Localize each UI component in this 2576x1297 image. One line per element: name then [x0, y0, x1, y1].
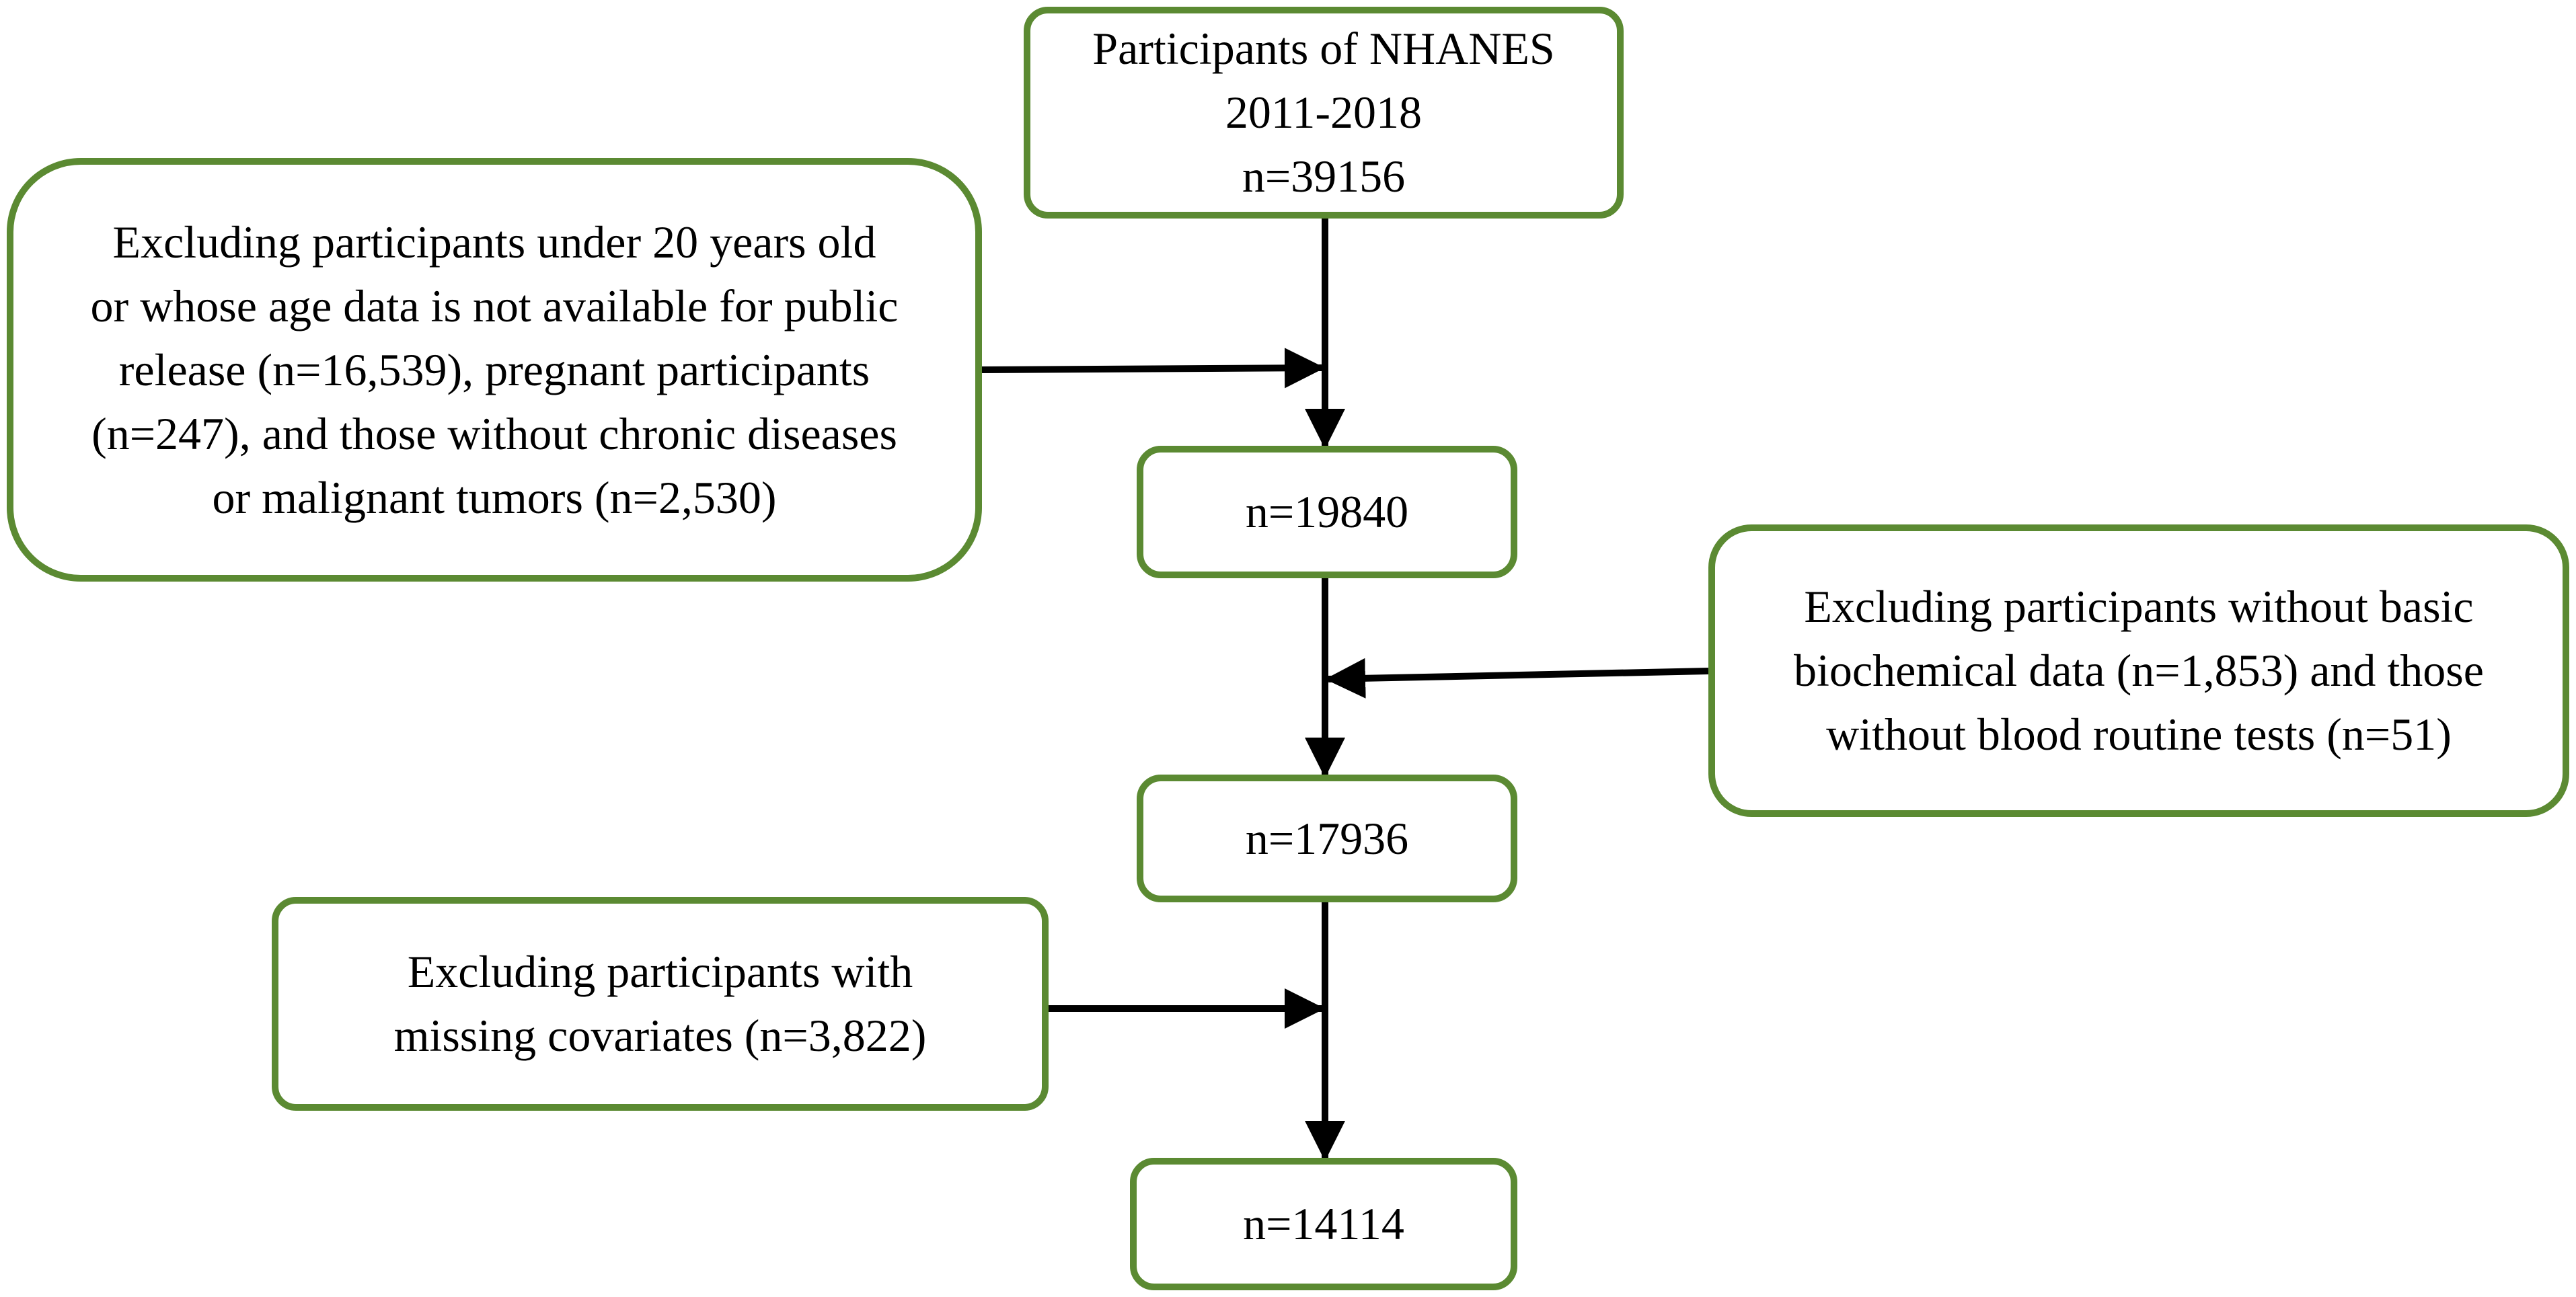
step-3-count: n=17936: [1245, 812, 1409, 864]
exclusion-3-line-1: Excluding participants with: [407, 946, 913, 997]
start-line-3: n=39156: [1242, 151, 1406, 202]
exclusion-1-line-1: Excluding participants under 20 years ol…: [112, 216, 876, 268]
exclusion-2-line-1: Excluding participants without basic: [1804, 581, 2474, 632]
final-box: n=14114: [1130, 1158, 1517, 1290]
exclusion-3-line-2: missing covariates (n=3,822): [393, 1010, 927, 1061]
step-2-box: n=19840: [1137, 446, 1517, 578]
arrow-exclusion-2: [1325, 658, 1709, 699]
step-3-box: n=17936: [1137, 775, 1517, 902]
start-box: Participants of NHANES 2011-2018 n=39156: [1024, 7, 1624, 219]
exclusion-1-line-5: or malignant tumors (n=2,530): [212, 471, 777, 523]
final-count: n=14114: [1243, 1198, 1404, 1249]
exclusion-box-1: Excluding participants under 20 years ol…: [7, 158, 982, 582]
arrow-exclusion-1: [981, 348, 1325, 389]
exclusion-2-line-2: biochemical data (n=1,853) and those: [1794, 645, 2484, 696]
exclusion-1-line-4: (n=247), and those without chronic disea…: [91, 407, 897, 459]
step-2-count: n=19840: [1245, 486, 1409, 537]
start-line-1: Participants of NHANES: [1092, 23, 1555, 74]
exclusion-2-line-3: without blood routine tests (n=51): [1826, 709, 2452, 760]
exclusion-box-2: Excluding participants without basic bio…: [1708, 524, 2569, 817]
exclusion-1-line-3: release (n=16,539), pregnant participant…: [118, 344, 870, 395]
start-line-2: 2011-2018: [1225, 87, 1423, 138]
exclusion-box-3: Excluding participants with missing cova…: [272, 897, 1049, 1111]
exclusion-1-line-2: or whose age data is not available for p…: [90, 280, 899, 331]
